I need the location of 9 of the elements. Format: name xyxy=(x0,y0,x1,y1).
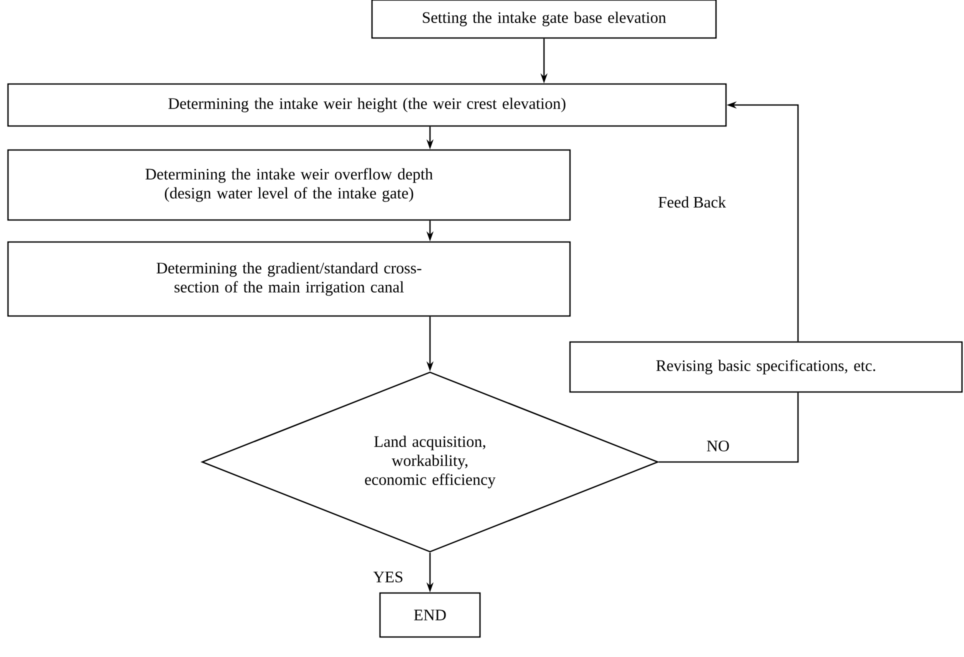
process-box: Determining the intake weir overflow depth (design water level of the intake gate) xyxy=(7,149,571,221)
edge-label: NO xyxy=(705,440,731,452)
process-box: Revising basic specifications, etc. xyxy=(569,341,963,393)
process-box: Determining the gradient/standard cross-section of the main irrigation canal xyxy=(7,241,571,317)
process-box: END xyxy=(379,592,481,638)
process-box: Determining the intake weir height (the weir crest elevation) xyxy=(7,83,727,127)
edge-label: YES xyxy=(372,570,404,584)
process-box: Setting the intake gate base elevation xyxy=(371,0,717,39)
annotation-text: Feed Back xyxy=(658,196,726,208)
